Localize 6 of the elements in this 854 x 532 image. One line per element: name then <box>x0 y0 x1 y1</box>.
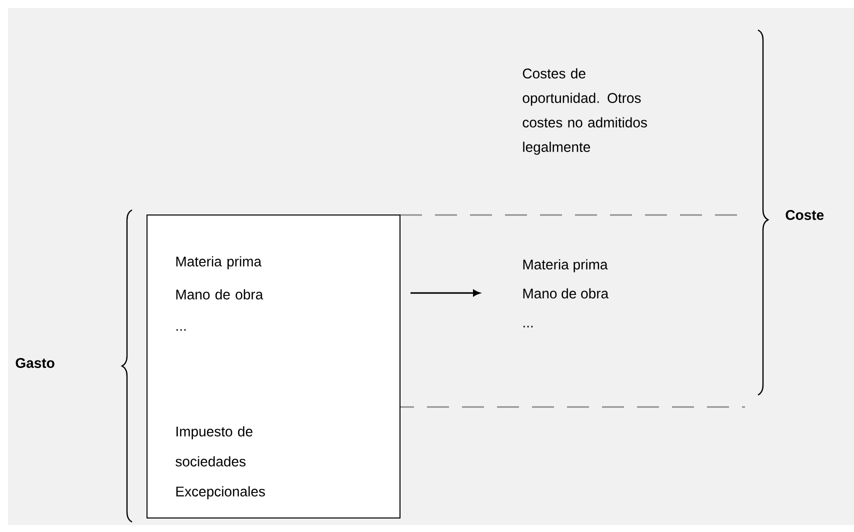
arrow <box>410 290 480 296</box>
bracket-label: Coste <box>786 210 824 220</box>
content-box: Materia prima Mano de obra ... Impuesto de sociedades Excepcionales <box>146 214 400 518</box>
bracket-label: Gasto <box>16 358 54 368</box>
text-list: Materia prima Mano de obra ... <box>523 259 609 328</box>
annotation-text: Costes de oportunidad. Otros costes no admitidos legalmente <box>522 68 647 155</box>
